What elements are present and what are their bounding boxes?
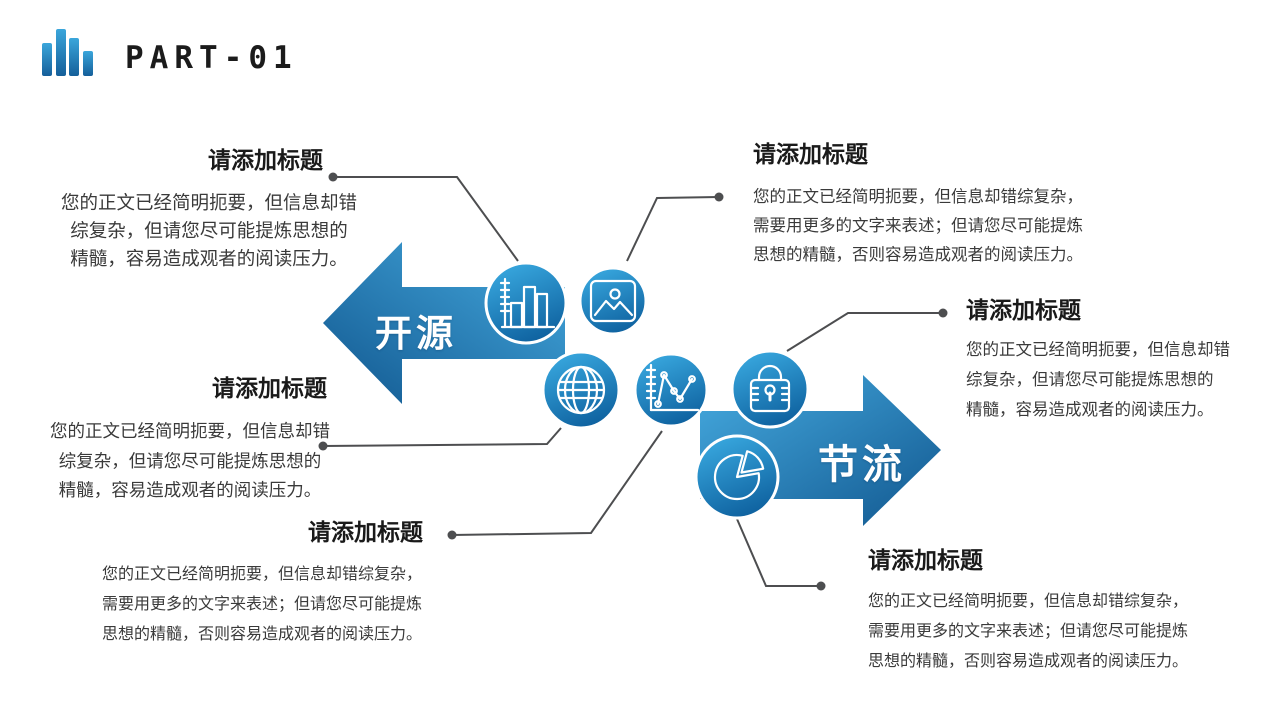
block-title-top-right: 请添加标题 — [753, 141, 868, 167]
block-body-top-left: 您的正文已经简明扼要，但信息却错 综复杂，但请您尽可能提炼思想的 精髓，容易造成… — [60, 192, 357, 269]
block-title-middle-left: 请添加标题 — [212, 375, 327, 401]
connector-lines — [322, 176, 943, 587]
connector-dot — [447, 530, 457, 540]
block-body-middle-left: 您的正文已经简明扼要，但信息却错 综复杂，但请您尽可能提炼思想的 精髓，容易造成… — [50, 421, 330, 500]
connector-dot — [328, 172, 338, 182]
image-circle — [578, 266, 648, 336]
block-body-bottom-right: 您的正文已经简明扼要，但信息却错综复杂， 需要用更多的文字来表述；但请您尽可能提… — [868, 593, 1189, 670]
bar-logo-icon — [42, 29, 93, 76]
block-title-bottom-right: 请添加标题 — [868, 547, 983, 573]
globe-icon — [556, 365, 606, 415]
connector-dot — [714, 192, 724, 202]
line-chart-icon — [645, 363, 700, 412]
part-label: PART-01 — [125, 40, 298, 76]
block-title-bottom-left: 请添加标题 — [308, 519, 423, 545]
connector-dot — [938, 308, 948, 318]
block-body-middle-right: 您的正文已经简明扼要，但信息却错 综复杂，但请您尽可能提炼思想的 精髓，容易造成… — [966, 341, 1230, 419]
bar-chart-circle — [484, 261, 568, 345]
connector-dot — [816, 581, 826, 591]
bar-chart-icon — [499, 277, 556, 329]
right-arrow-label: 节流 — [818, 443, 906, 487]
block-body-bottom-left: 您的正文已经简明扼要，但信息却错综复杂， 需要用更多的文字来表述；但请您尽可能提… — [102, 566, 423, 643]
connector-line — [451, 430, 663, 536]
connector-line — [786, 312, 943, 352]
lock-circle — [730, 349, 810, 429]
connector-dots — [318, 172, 948, 591]
connector-line — [322, 427, 562, 447]
left-arrow-label: 开源 — [375, 313, 457, 354]
connector-line — [736, 518, 821, 587]
image-icon — [589, 279, 637, 323]
block-title-top-left: 请添加标题 — [208, 147, 323, 173]
connector-dot — [318, 441, 328, 451]
pie-chart-icon — [713, 450, 765, 501]
connector-line — [333, 176, 519, 262]
block-title-middle-right: 请添加标题 — [966, 297, 1081, 323]
connector-line — [626, 196, 720, 262]
block-body-top-right: 您的正文已经简明扼要，但信息却错综复杂， 需要用更多的文字来表述；但请您尽可能提… — [753, 188, 1083, 264]
lock-icon — [749, 364, 791, 413]
left-arrow-shape — [323, 242, 565, 404]
